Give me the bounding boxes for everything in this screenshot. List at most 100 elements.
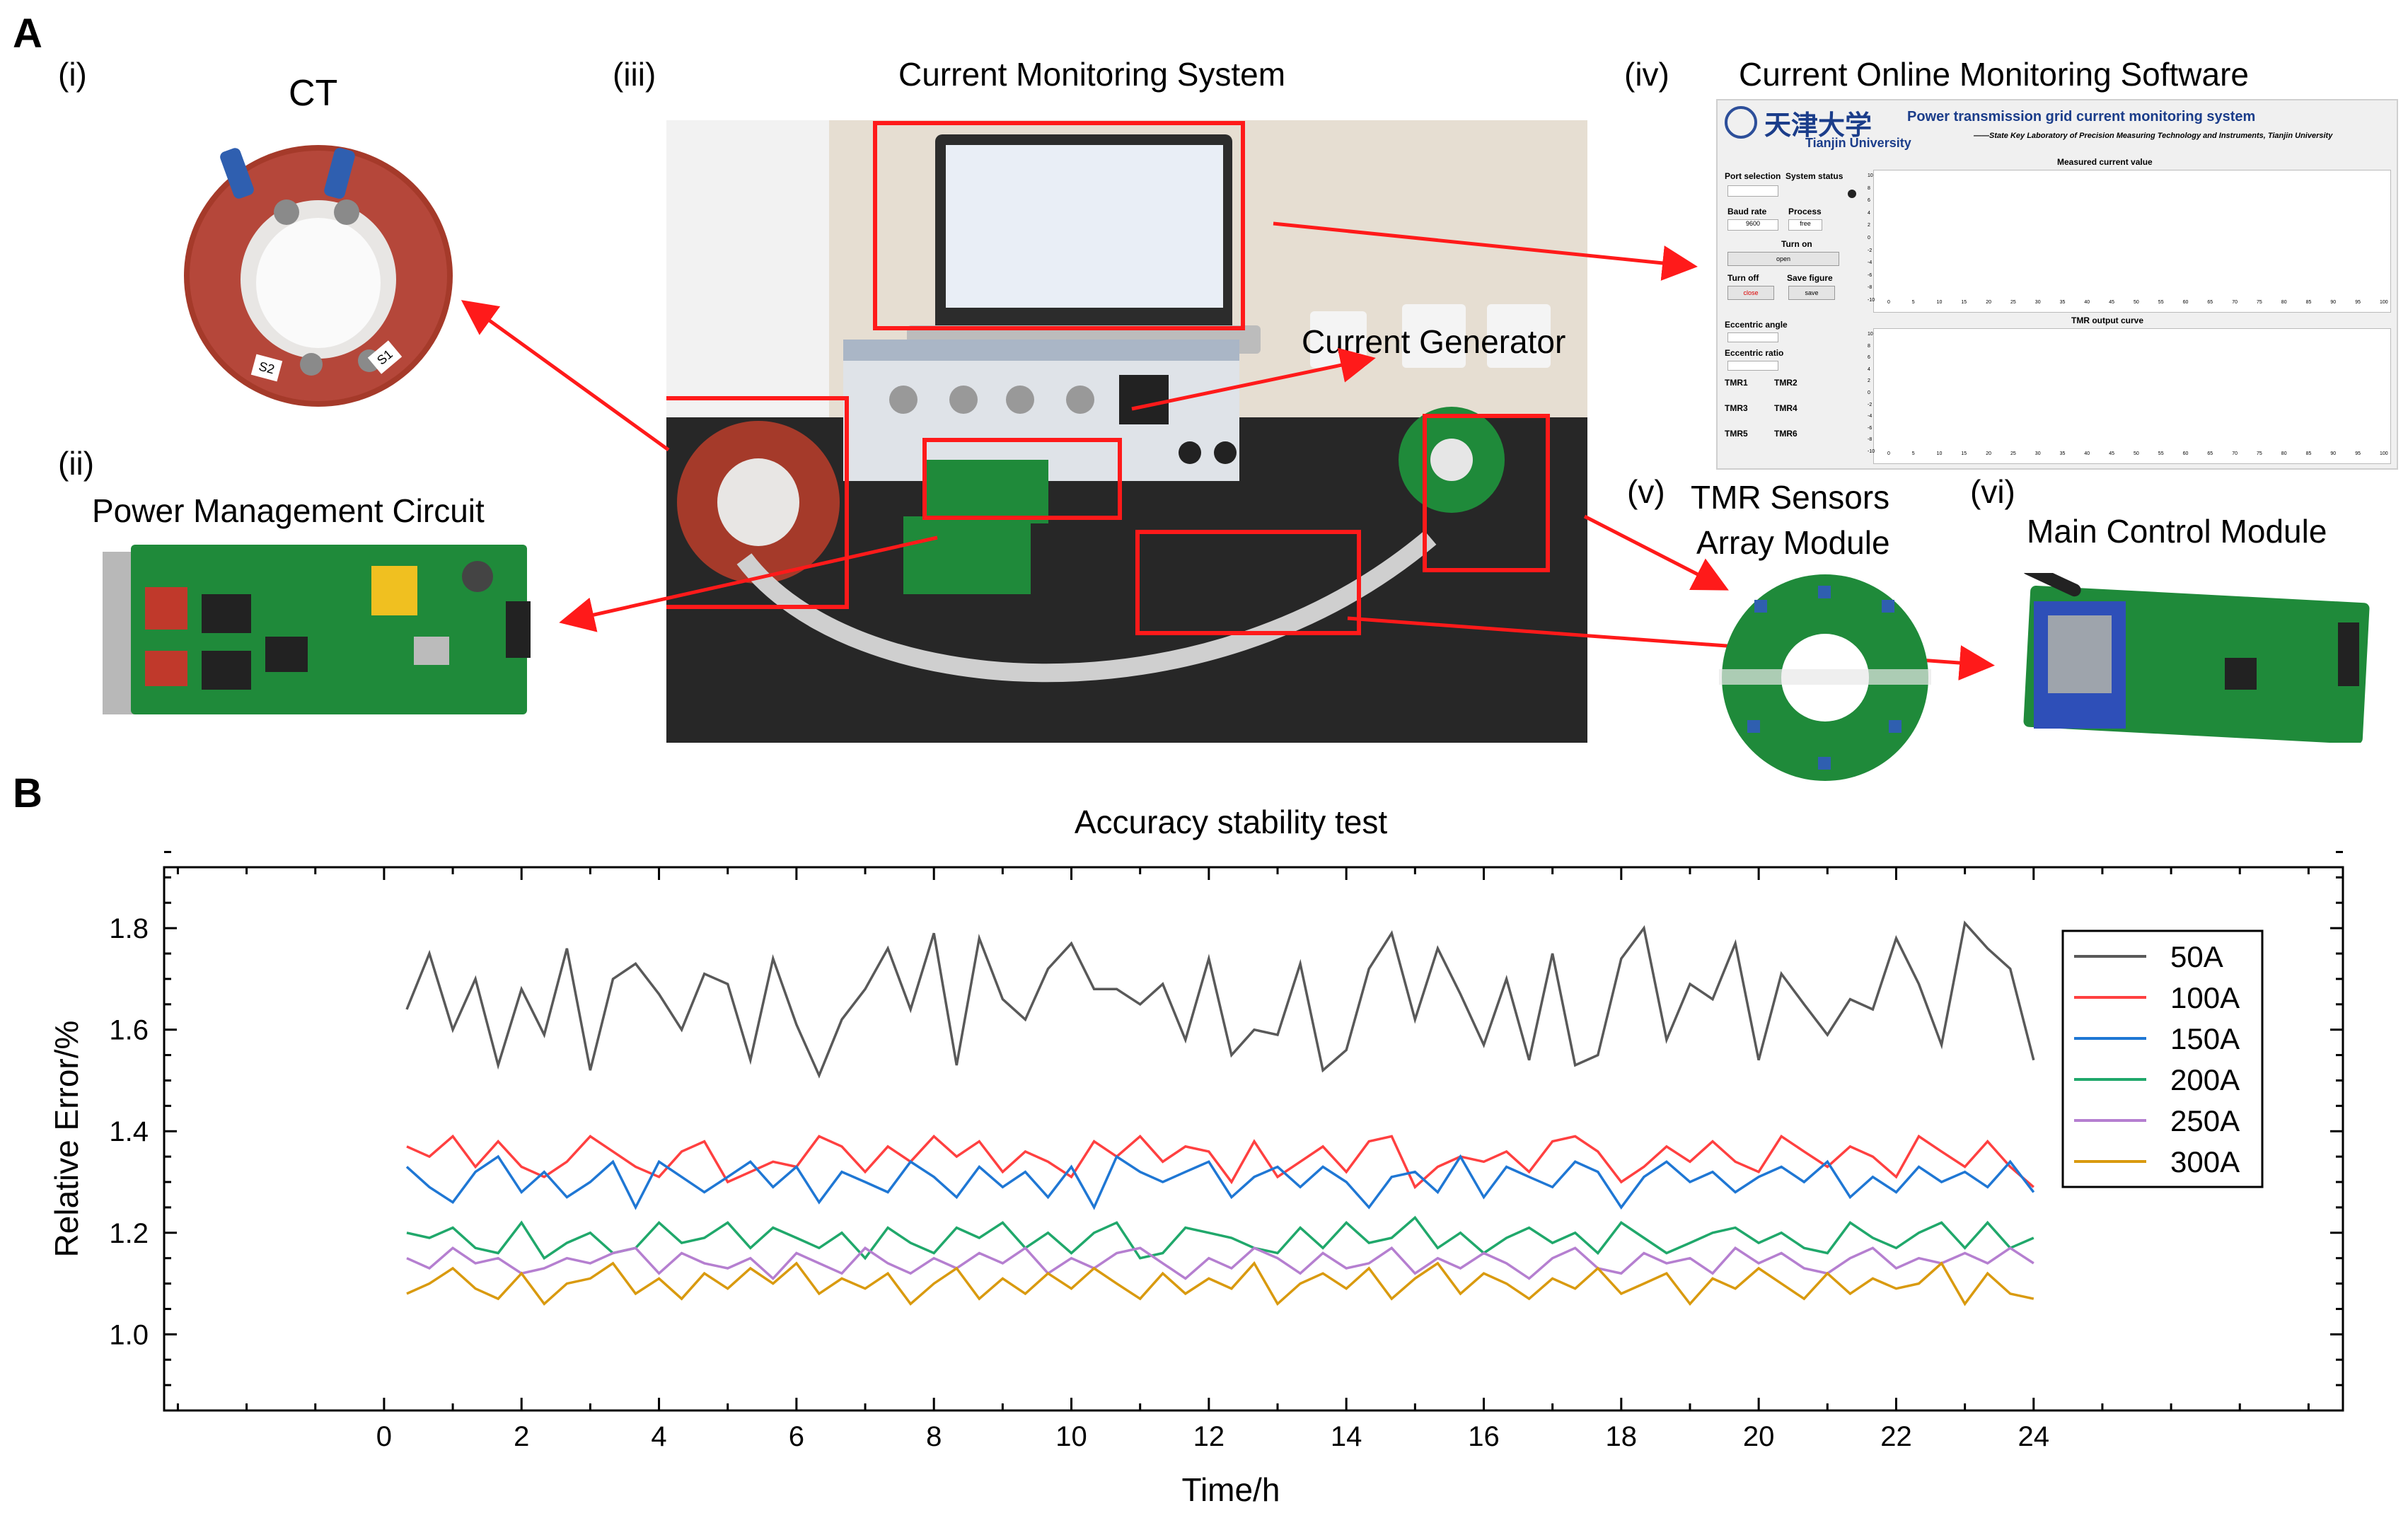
plot2-x-tick: 95 <box>2355 451 2361 456</box>
series-line-150A <box>405 1154 2035 1210</box>
series-line-100A <box>406 1134 2034 1190</box>
plot1-y-tick: -6 <box>1868 272 1872 278</box>
series-line-200A <box>406 1215 2034 1261</box>
close-button[interactable]: close <box>1727 286 1774 300</box>
plot2-x-tick: 70 <box>2232 451 2238 456</box>
x-tick-label: 16 <box>1468 1421 1500 1452</box>
plot1-x-tick: 70 <box>2232 300 2238 305</box>
university-name-en: Tianjin University <box>1805 136 1911 150</box>
ct-title: CT <box>289 73 338 114</box>
plot2-x-tick: 75 <box>2257 451 2262 456</box>
plot1-x-tick: 65 <box>2207 300 2213 305</box>
tmr2-label: TMR2 <box>1774 378 1798 388</box>
subpanel-i-label: (i) <box>58 56 87 93</box>
x-tick-label: 2 <box>514 1421 529 1452</box>
x-tick-label: 0 <box>376 1421 392 1452</box>
process-field: free <box>1788 219 1822 231</box>
plot2-x-tick: 30 <box>2034 451 2041 456</box>
plot1-x-tick: 25 <box>2010 300 2016 305</box>
plot1-y-tick: 2 <box>1868 223 1870 228</box>
plot1-y-tick: -10 <box>1868 298 1875 303</box>
plot2-x-tick: 10 <box>1936 451 1943 456</box>
plot1-x-tick: 40 <box>2084 300 2090 305</box>
plot2-x-tick: 50 <box>2134 451 2139 456</box>
eccentric-ratio-label: Eccentric ratio <box>1725 348 1784 358</box>
y-tick-label: 1.2 <box>109 1218 149 1249</box>
y-tick-label: 1.8 <box>109 913 149 944</box>
legend-label-50A: 50A <box>2170 940 2223 973</box>
plot1-y-tick: 4 <box>1868 210 1870 216</box>
power-management-title: Power Management Circuit <box>92 492 485 529</box>
legend-label-300A: 300A <box>2170 1145 2240 1178</box>
process-label: Process <box>1788 207 1822 216</box>
plot1-y-tick: -8 <box>1868 285 1872 291</box>
plot2-x-tick: 60 <box>2182 451 2189 456</box>
plot2-y-tick: 10 <box>1868 332 1873 337</box>
plot2-x-tick: 80 <box>2281 451 2287 456</box>
x-tick-label: 4 <box>651 1421 666 1452</box>
plot1-x-tick: 80 <box>2281 300 2287 305</box>
plot1-y-tick: 6 <box>1868 198 1870 204</box>
plot1-x-tick: 20 <box>1986 300 1991 305</box>
eccentric-ratio-field <box>1727 361 1778 371</box>
y-tick-label: 1.0 <box>109 1319 149 1350</box>
subpanel-ii-label: (ii) <box>58 445 95 482</box>
subpanel-v-label: (v) <box>1627 473 1665 510</box>
legend-label-200A: 200A <box>2170 1063 2240 1096</box>
legend-label-250A: 250A <box>2170 1104 2240 1137</box>
open-button[interactable]: open <box>1727 252 1839 266</box>
plot2-x-tick: 65 <box>2207 451 2213 456</box>
system-status-label: System status <box>1785 171 1843 181</box>
plot1-x-tick: 0 <box>1887 300 1890 305</box>
plot2-y-tick: -6 <box>1868 425 1872 431</box>
plot2-y-tick: 4 <box>1868 366 1870 372</box>
legend-label-150A: 150A <box>2170 1022 2240 1055</box>
tmr-array-title-line2: Array Module <box>1696 524 1890 561</box>
plot1-x-tick: 35 <box>2059 300 2066 305</box>
plot1-x-tick: 90 <box>2330 300 2337 305</box>
plot2-x-tick: 85 <box>2305 451 2312 456</box>
y-axis-label: Relative Error/% <box>48 1021 85 1258</box>
plot1-x-tick: 30 <box>2034 300 2041 305</box>
chart-title: Accuracy stability test <box>1075 804 1387 840</box>
panel-letter-a: A <box>13 11 42 57</box>
tmr3-label: TMR3 <box>1725 403 1748 413</box>
plot2-x-tick: 25 <box>2010 451 2016 456</box>
plot2-y-tick: 8 <box>1868 343 1870 349</box>
tmr5-label: TMR5 <box>1725 429 1748 439</box>
x-tick-label: 14 <box>1331 1421 1362 1452</box>
plot2-x-tick: 55 <box>2158 451 2164 456</box>
plot2-y-tick: 0 <box>1868 390 1870 395</box>
x-tick-label: 18 <box>1606 1421 1638 1452</box>
plot2-title: TMR output curve <box>2071 315 2143 325</box>
power-management-photo <box>103 538 541 722</box>
tmr6-label: TMR6 <box>1774 429 1798 439</box>
save-figure-button[interactable]: save <box>1788 286 1835 300</box>
plot1-y-tick: 10 <box>1868 173 1873 178</box>
plot2-y-tick: 6 <box>1868 355 1870 361</box>
plot1-x-tick: 45 <box>2109 300 2114 305</box>
plot2-y-tick: -8 <box>1868 437 1872 443</box>
plot2-x-tick: 35 <box>2059 451 2066 456</box>
plot2-y-tick: -2 <box>1868 402 1872 407</box>
plot1-frame <box>1873 170 2391 313</box>
subpanel-iv-label: (iv) <box>1624 56 1669 93</box>
y-tick-label: 1.6 <box>109 1015 149 1046</box>
plot2-x-tick: 100 <box>2380 451 2388 456</box>
port-select[interactable] <box>1727 185 1778 197</box>
plot2-frame <box>1873 328 2391 464</box>
tmr-array-title-line1: TMR Sensors <box>1691 479 1890 516</box>
x-tick-label: 6 <box>789 1421 804 1452</box>
plot1-title: Measured current value <box>2057 157 2153 167</box>
plot2-x-tick: 45 <box>2109 451 2114 456</box>
plot1-x-tick: 5 <box>1911 300 1915 305</box>
baud-rate-select[interactable]: 9600 <box>1727 219 1778 231</box>
plot2-x-tick: 5 <box>1911 451 1915 456</box>
y-tick-label: 1.4 <box>109 1116 149 1147</box>
turn-on-label: Turn on <box>1781 239 1812 249</box>
plot1-x-tick: 10 <box>1936 300 1943 305</box>
eccentric-angle-label: Eccentric angle <box>1725 320 1788 330</box>
plot2-y-tick: 2 <box>1868 378 1870 384</box>
